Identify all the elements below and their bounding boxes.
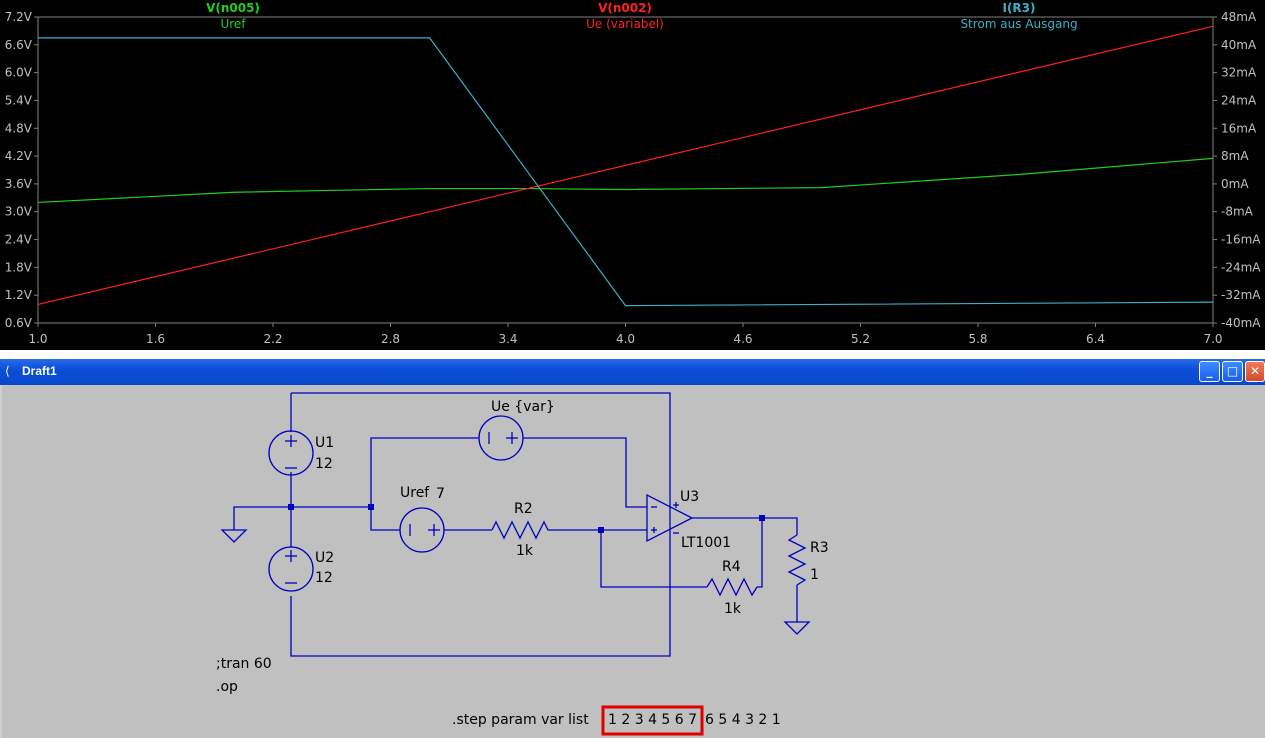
y-left-tick-label: 4.2V bbox=[5, 149, 33, 163]
trace-name-label[interactable]: I(R3) bbox=[1002, 1, 1035, 15]
y-left-tick-label: 2.4V bbox=[5, 233, 33, 247]
x-tick-label: 6.4 bbox=[1086, 332, 1105, 346]
highlight-box bbox=[601, 705, 704, 736]
y-right-tick-label: 32mA bbox=[1221, 66, 1257, 80]
ground-symbol[interactable] bbox=[220, 529, 248, 543]
voltage-source-ue[interactable] bbox=[478, 415, 524, 461]
y-left-tick-label: 4.8V bbox=[5, 121, 33, 135]
ground-symbol[interactable] bbox=[783, 621, 811, 635]
y-right-tick-label: -8mA bbox=[1221, 205, 1254, 219]
junction-dot bbox=[759, 515, 765, 521]
x-tick-label: 5.2 bbox=[851, 332, 870, 346]
plot-frame bbox=[37, 16, 1214, 324]
r3-value-label[interactable]: 1 bbox=[810, 567, 819, 583]
y-left-tick-label: 3.0V bbox=[5, 205, 33, 219]
y-right-tick-label: 24mA bbox=[1221, 93, 1257, 107]
r2-name-label[interactable]: R2 bbox=[514, 501, 533, 517]
trace-alias-label: Ue (variabel) bbox=[586, 17, 664, 31]
y-right-tick-label: -32mA bbox=[1221, 288, 1261, 302]
uref-name-label[interactable]: Uref bbox=[400, 485, 430, 501]
x-tick-label: 4.6 bbox=[733, 332, 752, 346]
x-tick-label: 7.0 bbox=[1203, 332, 1222, 346]
y-left-tick-label: 0.6V bbox=[5, 316, 33, 330]
r4-name-label[interactable]: R4 bbox=[722, 559, 741, 575]
schematic-window-titlebar[interactable]: ⟨ Draft1 _ □ ✕ bbox=[0, 359, 1265, 385]
trace-alias-label: Uref bbox=[220, 17, 246, 31]
op-directive[interactable]: .op bbox=[216, 679, 238, 695]
window-title: Draft1 bbox=[22, 364, 57, 378]
step-directive-highlighted-values[interactable]: 1 2 3 4 5 6 7 bbox=[608, 712, 697, 728]
uref-value-label[interactable]: 7 bbox=[436, 486, 445, 502]
y-left-tick-label: 1.8V bbox=[5, 260, 33, 274]
resistor-r3[interactable] bbox=[787, 534, 807, 586]
junction-dot bbox=[288, 504, 294, 510]
trace-name-label[interactable]: V(n005) bbox=[206, 1, 260, 15]
voltage-source-u2[interactable] bbox=[268, 546, 314, 592]
trace-v-n002[interactable] bbox=[37, 25, 1214, 306]
u1-value-label[interactable]: 12 bbox=[315, 456, 333, 472]
waveform-plot[interactable]: V(n005) Uref V(n002) Ue (variabel) I(R3) Stro… bbox=[0, 0, 1265, 350]
u1-name-label[interactable]: U1 bbox=[315, 435, 334, 451]
u3-name-label[interactable]: U3 bbox=[680, 489, 699, 505]
y-right-tick-label: 48mA bbox=[1221, 10, 1257, 24]
ltspice-app-icon: ⟨ bbox=[5, 364, 10, 378]
waveform-plot-pane[interactable]: V(n005) Uref V(n002) Ue (variabel) I(R3) Stro… bbox=[0, 0, 1265, 350]
y-right-tick-label: -24mA bbox=[1221, 260, 1261, 274]
trace-v-n005[interactable] bbox=[37, 157, 1214, 204]
minimize-button[interactable]: _ bbox=[1199, 361, 1220, 382]
trace-alias-label: Strom aus Ausgang bbox=[960, 17, 1077, 31]
step-directive-prefix[interactable]: .step param var list bbox=[452, 712, 589, 728]
u3-value-label[interactable]: LT1001 bbox=[681, 535, 731, 551]
x-tick-label: 5.8 bbox=[968, 332, 987, 346]
r2-value-label[interactable]: 1k bbox=[516, 543, 534, 559]
y-left-tick-label: 6.6V bbox=[5, 38, 33, 52]
y-left-tick-label: 5.4V bbox=[5, 93, 33, 107]
trace-i-r3[interactable] bbox=[38, 37, 1214, 307]
r3-name-label[interactable]: R3 bbox=[810, 540, 829, 556]
voltage-source-uref[interactable] bbox=[399, 507, 445, 553]
y-right-tick-label: 8mA bbox=[1221, 149, 1249, 163]
schematic-drawing[interactable]: U1 12 U2 12 Ue {var} Uref 7 R2 1k U3 LT1… bbox=[2, 385, 1265, 738]
x-tick-label: 1.6 bbox=[146, 332, 165, 346]
junction-dot bbox=[598, 527, 604, 533]
schematic-canvas[interactable]: U1 12 U2 12 Ue {var} Uref 7 R2 1k U3 LT1… bbox=[0, 385, 1265, 738]
pane-separator bbox=[0, 350, 1265, 359]
y-right-tick-label: -40mA bbox=[1221, 316, 1261, 330]
u2-name-label[interactable]: U2 bbox=[315, 550, 334, 566]
resistor-r4[interactable] bbox=[706, 577, 758, 597]
x-tick-label: 2.2 bbox=[263, 332, 282, 346]
wires[interactable] bbox=[233, 392, 798, 657]
y-left-tick-label: 6.0V bbox=[5, 66, 33, 80]
y-right-tick-label: 0mA bbox=[1221, 177, 1249, 191]
x-tick-label: 3.4 bbox=[498, 332, 517, 346]
step-directive-remaining-values[interactable]: 6 5 4 3 2 1 bbox=[705, 712, 781, 728]
y-right-tick-label: 40mA bbox=[1221, 38, 1257, 52]
ue-label[interactable]: Ue {var} bbox=[491, 399, 555, 415]
opamp-u3[interactable] bbox=[646, 493, 694, 543]
y-right-tick-label: 16mA bbox=[1221, 121, 1257, 135]
close-button[interactable]: ✕ bbox=[1245, 361, 1265, 382]
resistor-r2[interactable] bbox=[491, 520, 552, 540]
r4-value-label[interactable]: 1k bbox=[724, 601, 742, 617]
x-tick-label: 4.0 bbox=[616, 332, 635, 346]
y-left-tick-label: 7.2V bbox=[5, 10, 33, 24]
x-tick-label: 1.0 bbox=[28, 332, 47, 346]
y-right-tick-label: -16mA bbox=[1221, 233, 1261, 247]
tran-directive[interactable]: ;tran 60 bbox=[216, 656, 272, 672]
x-tick-label: 2.8 bbox=[381, 332, 400, 346]
voltage-source-u1[interactable] bbox=[268, 430, 314, 476]
y-left-tick-label: 3.6V bbox=[5, 177, 33, 191]
trace-name-label[interactable]: V(n002) bbox=[598, 1, 652, 15]
junction-dot bbox=[368, 504, 374, 510]
maximize-button[interactable]: □ bbox=[1222, 361, 1243, 382]
y-left-tick-label: 1.2V bbox=[5, 288, 33, 302]
u2-value-label[interactable]: 12 bbox=[315, 570, 333, 586]
